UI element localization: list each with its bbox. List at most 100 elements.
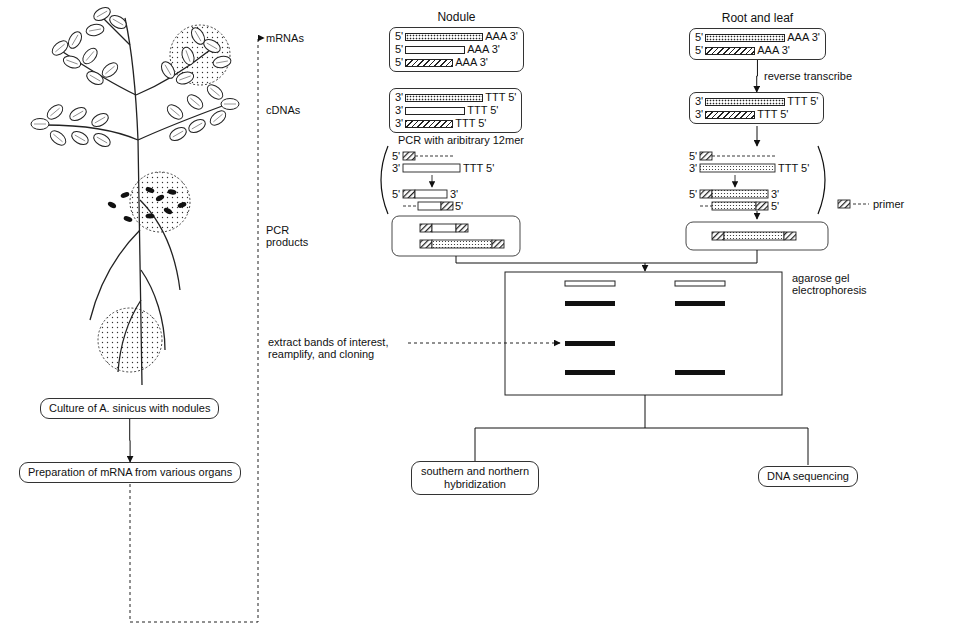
leaflets [69, 129, 90, 148]
strand [441, 202, 453, 210]
leaflets [45, 102, 66, 122]
leaflets [208, 108, 229, 128]
flow-arrow [129, 419, 130, 462]
product-box [432, 240, 492, 248]
leaflets [173, 131, 183, 137]
plant-stem [118, 300, 141, 372]
leaflets [89, 111, 110, 130]
leaflets [224, 104, 236, 105]
strand-row: 5' AAA 3' [395, 56, 518, 69]
strand-end: 5' [392, 188, 400, 200]
strand-row: 5' AAA 3' [395, 30, 518, 43]
transcript-bar [705, 34, 785, 42]
strand-end: 5' [395, 30, 403, 43]
strand-row: 3'TTT 5' [695, 108, 818, 121]
strand-end: 5' [392, 150, 400, 162]
leaflets [85, 23, 105, 37]
leaflets [205, 82, 226, 102]
flow-arrow [645, 263, 646, 271]
strand-row: 3'TTT 5' [395, 91, 516, 104]
leaflets [50, 38, 71, 58]
leaflets [80, 46, 100, 67]
leaflets [159, 59, 178, 80]
leaflets [208, 108, 229, 128]
leaflets [73, 111, 83, 117]
root-nodule [107, 186, 187, 223]
leaflets [100, 60, 121, 80]
product-box [456, 224, 468, 232]
product-box [686, 222, 828, 250]
root-nodule [145, 186, 155, 194]
agarose-gel [675, 301, 725, 306]
strand-row: 3' TTT 5' [395, 104, 516, 117]
leaflets [66, 60, 77, 64]
leaflets [165, 65, 171, 75]
leaflets [212, 55, 232, 69]
product-box [392, 216, 520, 256]
agarose-gel [675, 370, 725, 375]
strand-end: AAA 3' [485, 30, 518, 43]
leaflets [66, 29, 85, 50]
leaflets [213, 114, 222, 122]
leaflets [216, 61, 228, 63]
strand-end: AAA 3' [455, 56, 488, 69]
strand-end: 5' [695, 44, 703, 57]
flow-line [645, 395, 646, 428]
strand [700, 206, 712, 207]
strand [432, 175, 433, 187]
product-box [724, 232, 784, 240]
leaflets [50, 38, 71, 58]
leaflets [189, 25, 208, 46]
plant-stem [125, 18, 142, 385]
strand-end: 3' [689, 162, 697, 174]
strand-end: TTT 5' [778, 162, 809, 174]
product-box [784, 232, 796, 240]
strand [700, 164, 775, 172]
leaflets [89, 111, 110, 130]
strand-end: TTT 5' [455, 117, 486, 130]
highlight-circle [98, 308, 162, 372]
plant-stem [90, 230, 140, 320]
strand-end: TTT 5' [467, 104, 498, 117]
root-nodule [177, 201, 187, 209]
strand-end: 5' [395, 43, 403, 56]
root-nodule [120, 191, 130, 199]
strand [756, 202, 768, 210]
flow-arrow [456, 256, 645, 263]
box-text: Culture of A. sinicus with nodules [49, 402, 210, 415]
edge-label: reverse transcribe [764, 70, 852, 82]
strand-end: TTT 5' [757, 108, 788, 121]
agarose-gel [675, 281, 725, 286]
strand-end: 5' [771, 200, 779, 212]
strand [712, 202, 756, 210]
flow-arrow [757, 126, 758, 146]
strand [403, 152, 460, 210]
transcript-bar [705, 47, 755, 55]
strand-end: TTT 5' [463, 162, 494, 174]
root-nodule [107, 201, 117, 210]
strand [712, 190, 768, 198]
leaflets [186, 117, 207, 136]
agarose-gel [565, 281, 615, 286]
column-heading: Nodule [370, 10, 543, 24]
strand-row: 3'TTT 5' [695, 95, 818, 108]
leaflets [207, 43, 217, 49]
transcript-bar [705, 111, 755, 119]
plant-stem [136, 50, 210, 95]
leaflets [221, 99, 239, 110]
flow-arrow [456, 250, 757, 271]
leaflets [89, 29, 101, 31]
leaflets [212, 55, 232, 69]
step-label: agarose gel electrophoresis [792, 272, 874, 296]
flow-arrow [756, 60, 758, 92]
strand-end: 5' [395, 56, 403, 69]
leaflets [165, 102, 186, 122]
root-nodule [167, 189, 177, 195]
step-label: PCR with aribitrary 12mer [398, 134, 524, 146]
root-nodule [155, 194, 165, 203]
leaflets [186, 50, 190, 61]
strand-end: 3' [395, 104, 403, 117]
leaflets [67, 105, 88, 124]
leaflets [221, 99, 239, 110]
leaflets [192, 123, 202, 129]
